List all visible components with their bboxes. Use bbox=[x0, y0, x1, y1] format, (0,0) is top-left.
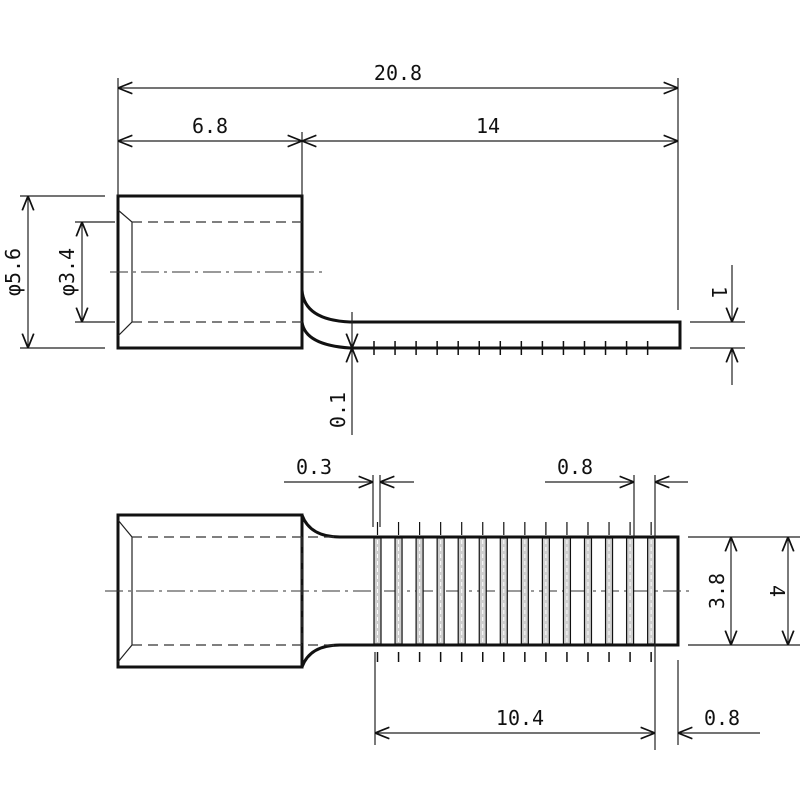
dim-thickness-label: 1 bbox=[707, 286, 731, 298]
blade-outline bbox=[300, 289, 682, 350]
plan-view: 0.3 0.8 10.4 0.8 3.8 4 bbox=[105, 455, 800, 750]
dim-serrated-length-label: 10.4 bbox=[496, 706, 544, 730]
dim-offset-label: 0.1 bbox=[326, 392, 350, 428]
dim-barrel-label: 6.8 bbox=[192, 114, 228, 138]
dim-inner-diameter-label: φ3.4 bbox=[55, 248, 79, 296]
dim-blade-label: 14 bbox=[476, 114, 500, 138]
side-view: 20.8 6.8 14 φ5.6 φ3.4 1 0.1 bbox=[1, 61, 745, 435]
dim-outer-diameter-label: φ5.6 bbox=[1, 248, 25, 296]
dim-pitch-label: 0.8 bbox=[557, 455, 593, 479]
dim-blade-width-label: 4 bbox=[765, 585, 789, 597]
serration-grooves bbox=[373, 522, 656, 662]
dim-tip-length-label: 0.8 bbox=[704, 706, 740, 730]
serration-ticks bbox=[373, 341, 649, 355]
dim-groove-width-label: 0.3 bbox=[296, 455, 332, 479]
chamfer bbox=[117, 209, 133, 337]
dim-overall-label: 20.8 bbox=[374, 61, 422, 85]
dim-inner-width-label: 3.8 bbox=[705, 573, 729, 609]
